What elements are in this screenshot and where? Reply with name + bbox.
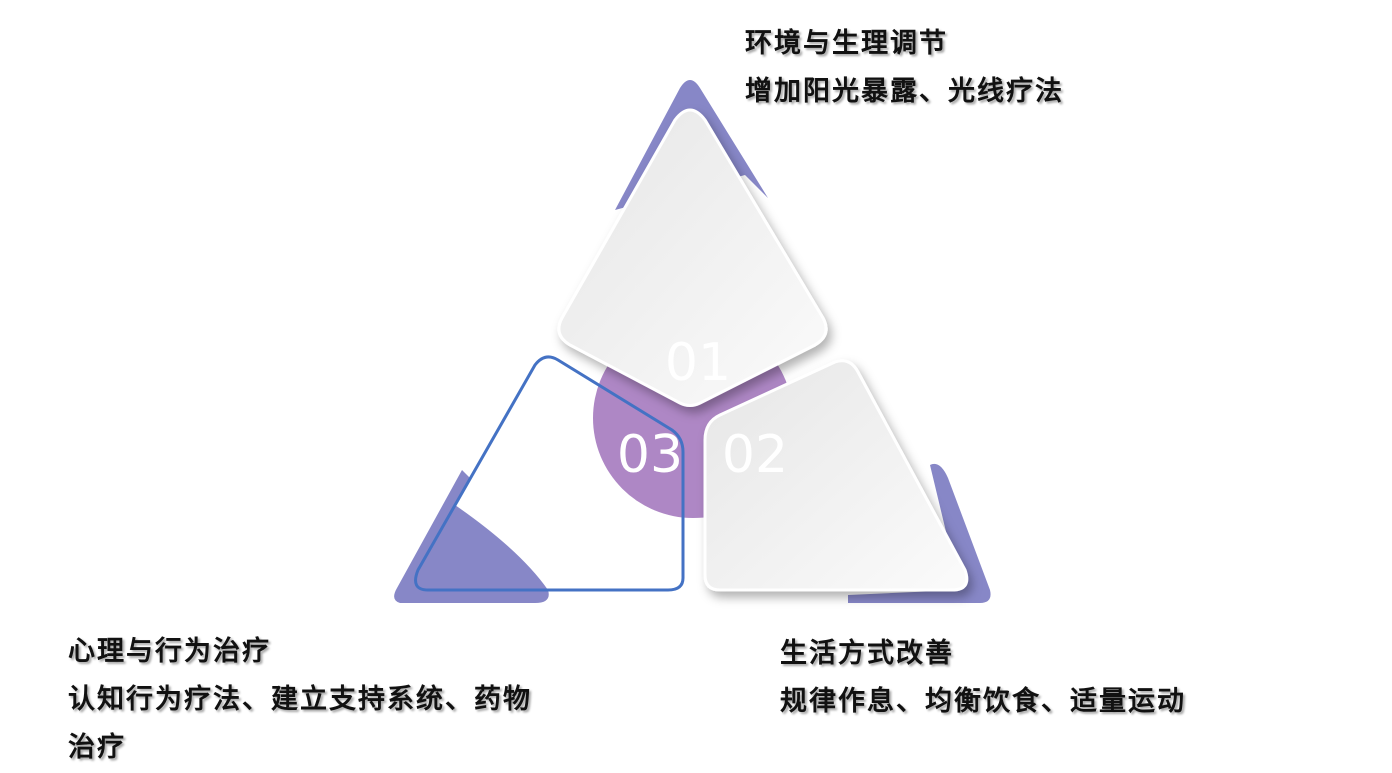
segment-02-text: 生活方式改善 规律作息、均衡饮食、适量运动 — [780, 630, 1186, 726]
segment-03-detail-1: 认知行为疗法、建立支持系统、药物 — [68, 684, 532, 715]
left-accent — [394, 470, 549, 603]
segment-03-title: 心理与行为治疗 — [68, 636, 271, 667]
segment-02-detail: 规律作息、均衡饮食、适量运动 — [780, 686, 1186, 717]
segment-03-detail-2: 治疗 — [68, 732, 126, 763]
segment-03-text: 心理与行为治疗 认知行为疗法、建立支持系统、药物 治疗 — [68, 628, 532, 772]
segment-01-text: 环境与生理调节 增加阳光暴露、光线疗法 — [745, 20, 1064, 116]
segment-01-number: 01 — [665, 333, 731, 393]
segment-03-shape — [414, 355, 685, 592]
segment-02-title: 生活方式改善 — [780, 638, 954, 669]
segment-02-shape — [703, 359, 969, 592]
segment-03-number: 03 — [617, 425, 683, 485]
segment-01-title: 环境与生理调节 — [745, 28, 948, 59]
segment-02-number: 02 — [722, 425, 788, 485]
segment-01-detail: 增加阳光暴露、光线疗法 — [745, 76, 1064, 107]
segment-01-shape — [557, 108, 828, 407]
